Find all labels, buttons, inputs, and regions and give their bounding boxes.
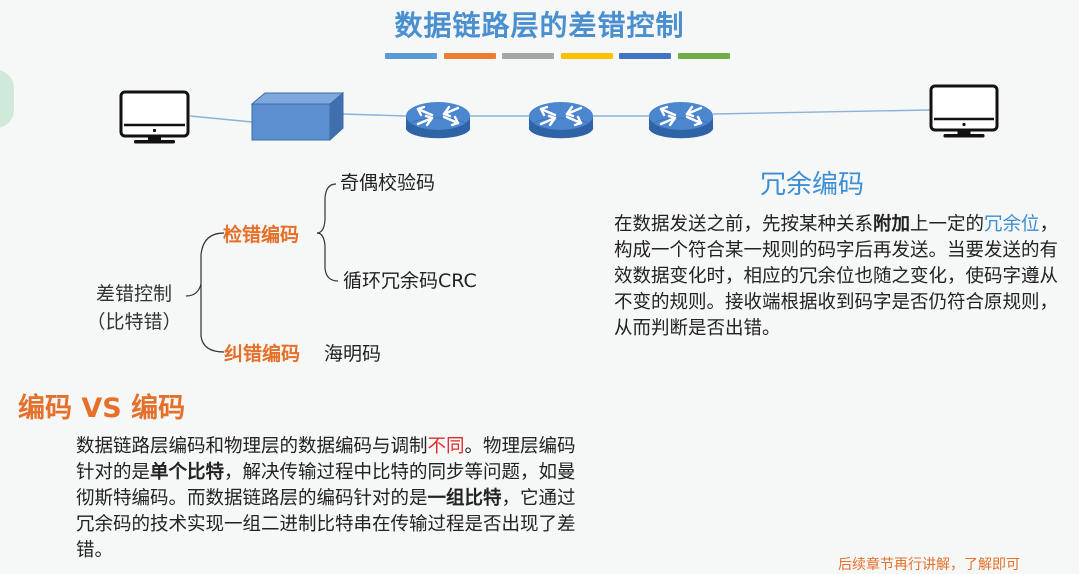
router-icon [528,102,594,139]
page-title: 数据链路层的差错控制 [394,9,685,42]
color-segment-1 [385,53,437,59]
color-segment-6 [677,53,730,59]
color-segment-5 [619,53,671,59]
color-segment-2 [443,53,496,59]
text-bold: 单个比特 [150,462,225,483]
redundancy-coding-title: 冗余编码 [760,170,865,200]
color-bar [385,53,730,60]
router-icon [648,102,714,139]
footer-note: 后续章节再行讲解，了解即可 [838,557,1020,573]
root-label: 差错控制 [95,283,172,305]
text-highlight: 不同 [427,436,465,457]
parity-code-label: 奇偶校验码 [340,172,436,194]
text-run: 上一定的 [910,214,985,235]
error-control-root: 差错控制 （比特错） [84,280,184,336]
text-bold: 附加 [873,214,911,235]
text-run: ，它通过冗余码的技术实现一组二进制比特串在传输过程是否出现了差错。 [76,488,576,561]
text-run: 。物理层编码针对的是 [76,436,576,483]
text-run: 在数据发送之前，先按某种关系 [614,214,874,235]
link-line [341,113,407,117]
hamming-code-label: 海明码 [324,343,382,365]
text-bold: 一组比特 [427,488,502,509]
text-run: ，解决传输过程中比特的同步等问题，如曼彻斯特编码。而数据链路层的编码针对的是 [76,462,576,509]
router-icon [405,102,471,139]
text-highlight: 冗余位 [984,214,1040,235]
monitor-icon [929,84,999,138]
root-sublabel: （比特错） [86,311,182,333]
text-run: ，构成一个符合某一规则的码字后再发送。当要发送的有效数据变化时，相应的冗余位也随… [614,214,1059,339]
text-run: 数据链路层编码和物理层的数据编码与调制 [76,436,428,457]
coding-vs-coding-title: 编码 VS 编码 [18,393,186,424]
crc-label: 循环冗余码CRC [343,270,477,292]
link-line [189,115,253,123]
redundancy-coding-text: 在数据发送之前，先按某种关系附加上一定的冗余位，构成一个符合某一规则的码字后再发… [614,212,1072,342]
error-detection-label: 检错编码 [223,224,300,246]
error-correction-label: 纠错编码 [224,343,301,365]
side-tab[interactable] [0,70,14,128]
tree-connectors [185,183,339,353]
switch-icon [250,91,345,142]
color-segment-3 [502,53,554,59]
monitor-icon [119,90,190,144]
link-line [712,109,931,115]
coding-vs-coding-text: 数据链路层编码和物理层的数据编码与调制不同。物理层编码针对的是单个比特，解决传输… [76,434,576,564]
color-segment-4 [560,53,613,59]
